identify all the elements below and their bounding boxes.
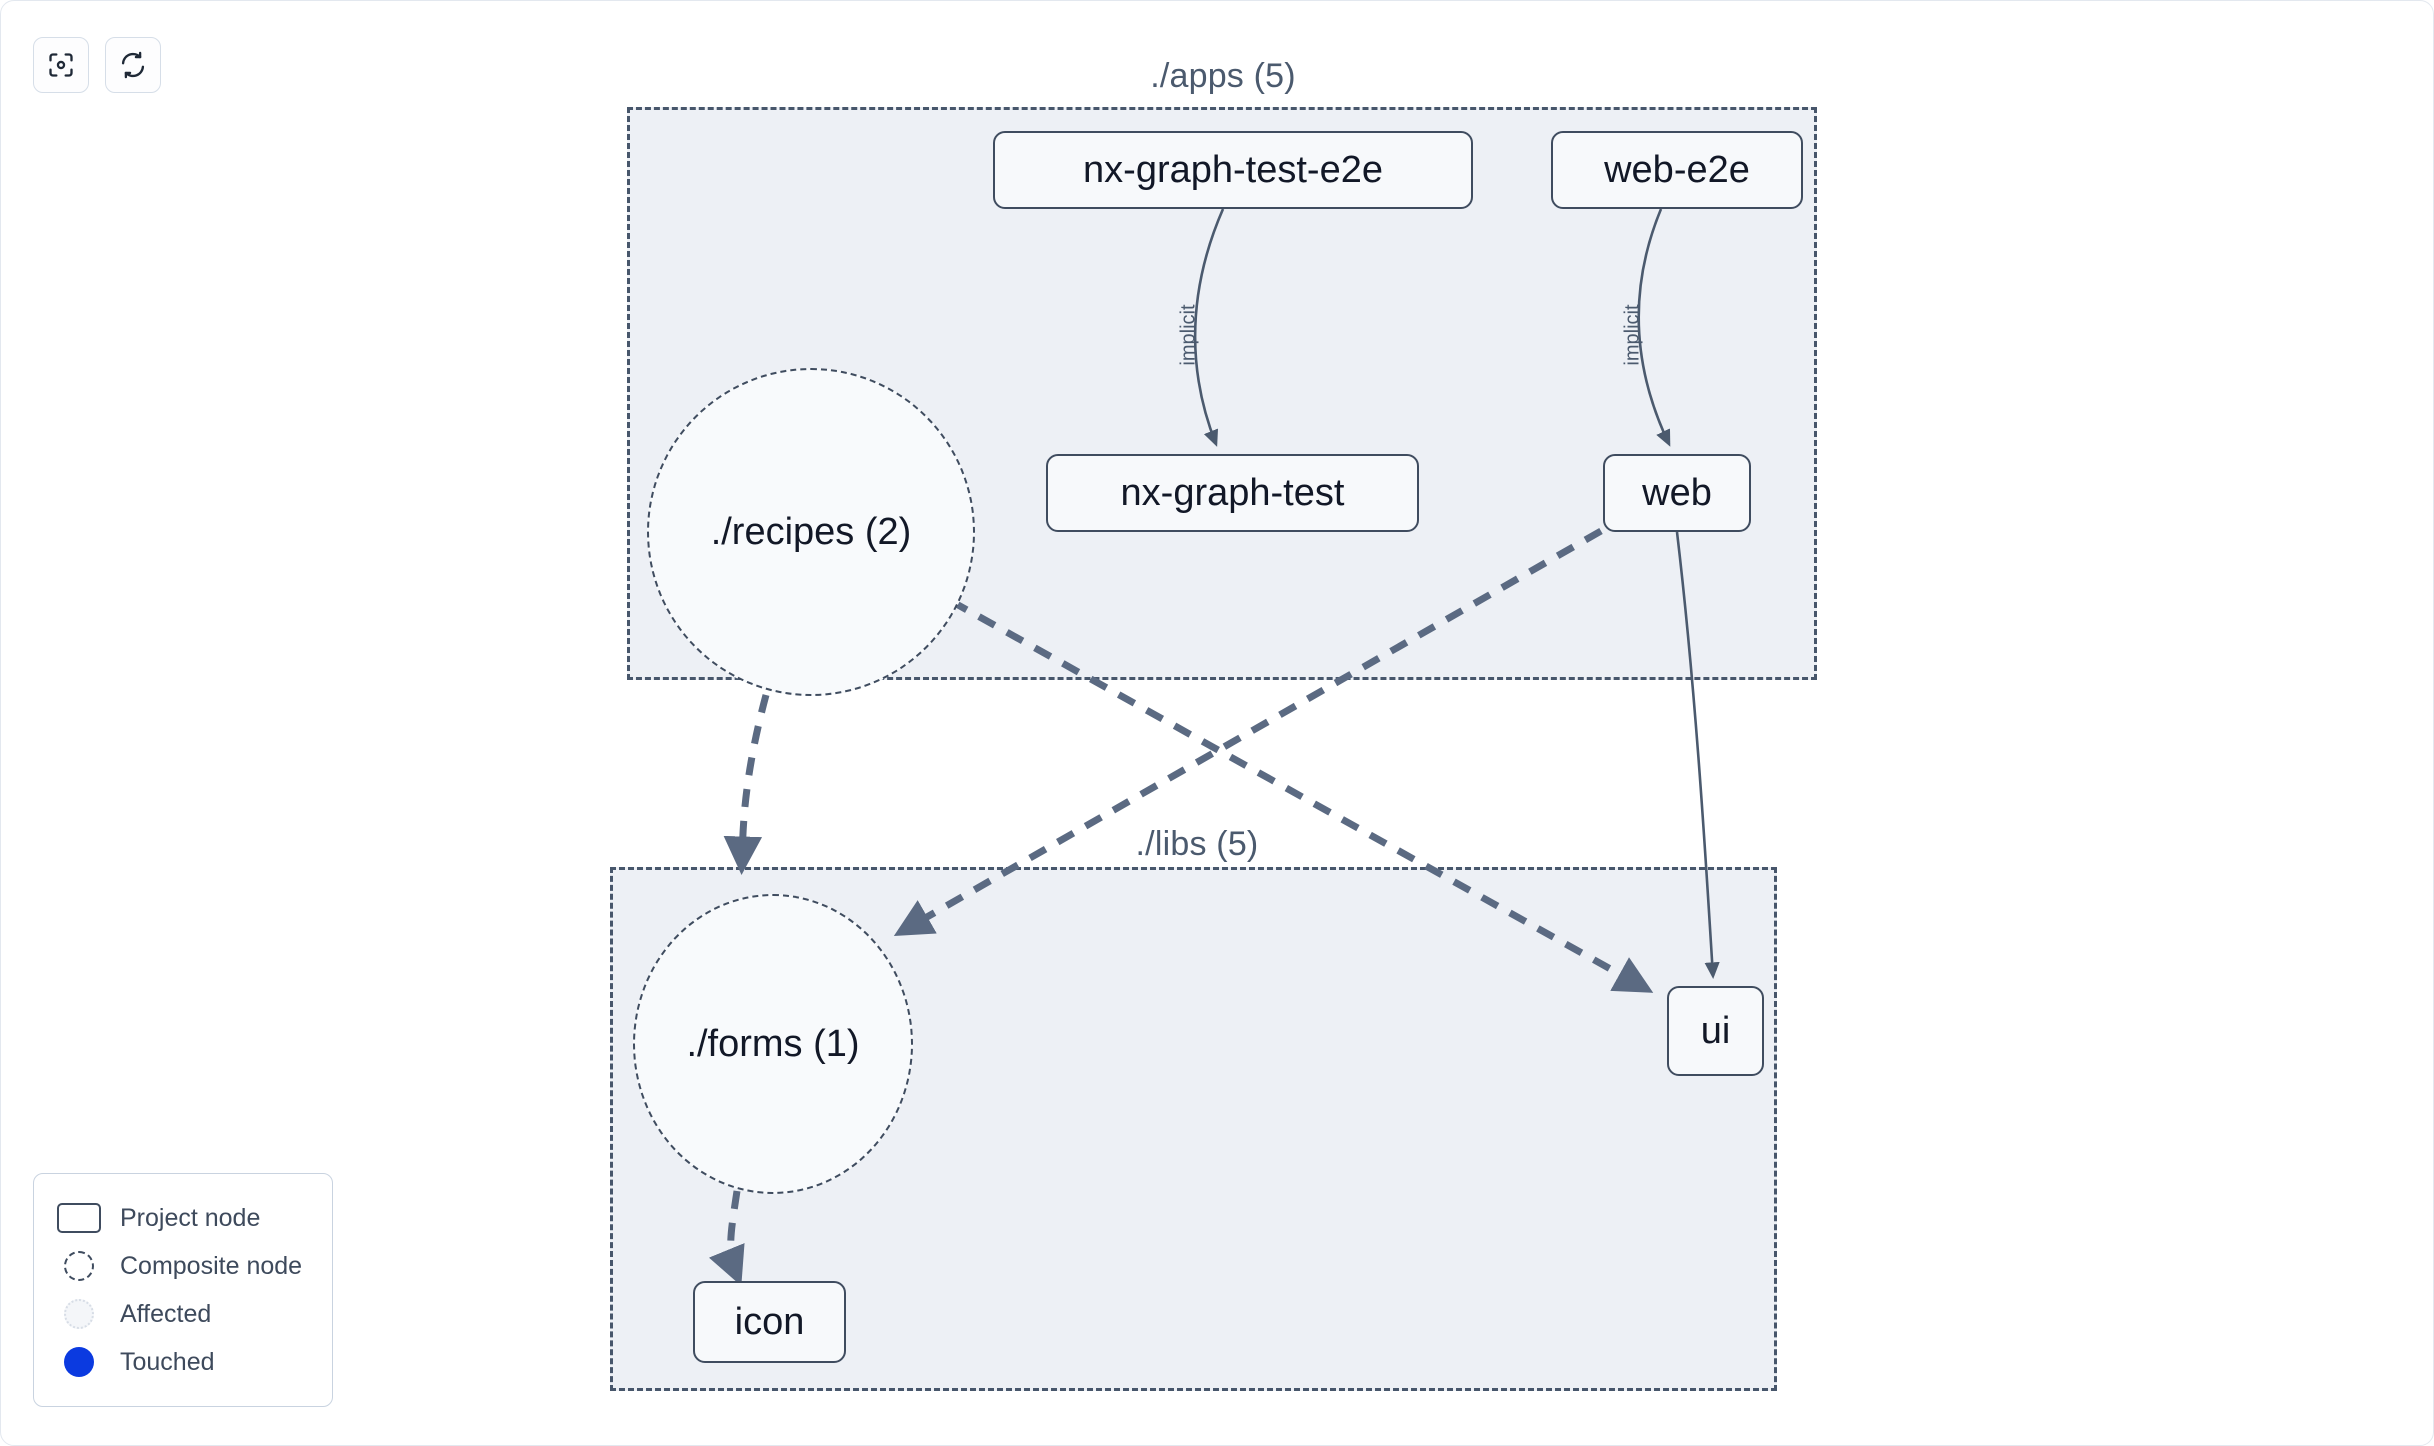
affected-swatch [56, 1299, 102, 1329]
legend-label-composite-node: Composite node [120, 1251, 303, 1280]
legend-item-affected: Affected [56, 1290, 310, 1338]
refresh-icon [119, 51, 147, 79]
node-web-e2e[interactable]: web-e2e [1551, 131, 1803, 209]
touched-swatch [56, 1347, 102, 1377]
refresh-graph-button[interactable] [105, 37, 161, 93]
node-web[interactable]: web [1603, 454, 1751, 532]
project-node-swatch [56, 1203, 102, 1233]
edge-label-implicit-nx-graph-test: implicit [1177, 304, 1200, 366]
composite-node-swatch [56, 1251, 102, 1281]
legend-label-touched: Touched [120, 1347, 215, 1376]
focus-graph-button[interactable] [33, 37, 89, 93]
legend-label-affected: Affected [120, 1299, 212, 1328]
legend-label-project-node: Project node [120, 1203, 261, 1232]
viewfinder-icon [47, 51, 75, 79]
group-label-apps: ./apps (5) [1150, 57, 1296, 95]
node-icon[interactable]: icon [693, 1281, 846, 1363]
group-label-libs: ./libs (5) [1135, 825, 1259, 863]
graph-toolbar [33, 37, 161, 93]
composite-node-recipes[interactable]: ./recipes (2) [647, 368, 975, 696]
composite-node-forms[interactable]: ./forms (1) [633, 894, 913, 1194]
node-ui[interactable]: ui [1667, 986, 1764, 1076]
node-nx-graph-test[interactable]: nx-graph-test [1046, 454, 1419, 532]
edge-recipes-to-forms[interactable] [723, 694, 770, 875]
legend-item-touched: Touched [56, 1338, 310, 1386]
legend-item-project-node: Project node [56, 1194, 310, 1242]
legend-item-composite-node: Composite node [56, 1242, 310, 1290]
graph-legend: Project node Composite node Affected Tou… [33, 1173, 333, 1407]
edge-label-implicit-web: implicit [1621, 304, 1644, 366]
node-nx-graph-test-e2e[interactable]: nx-graph-test-e2e [993, 131, 1473, 209]
